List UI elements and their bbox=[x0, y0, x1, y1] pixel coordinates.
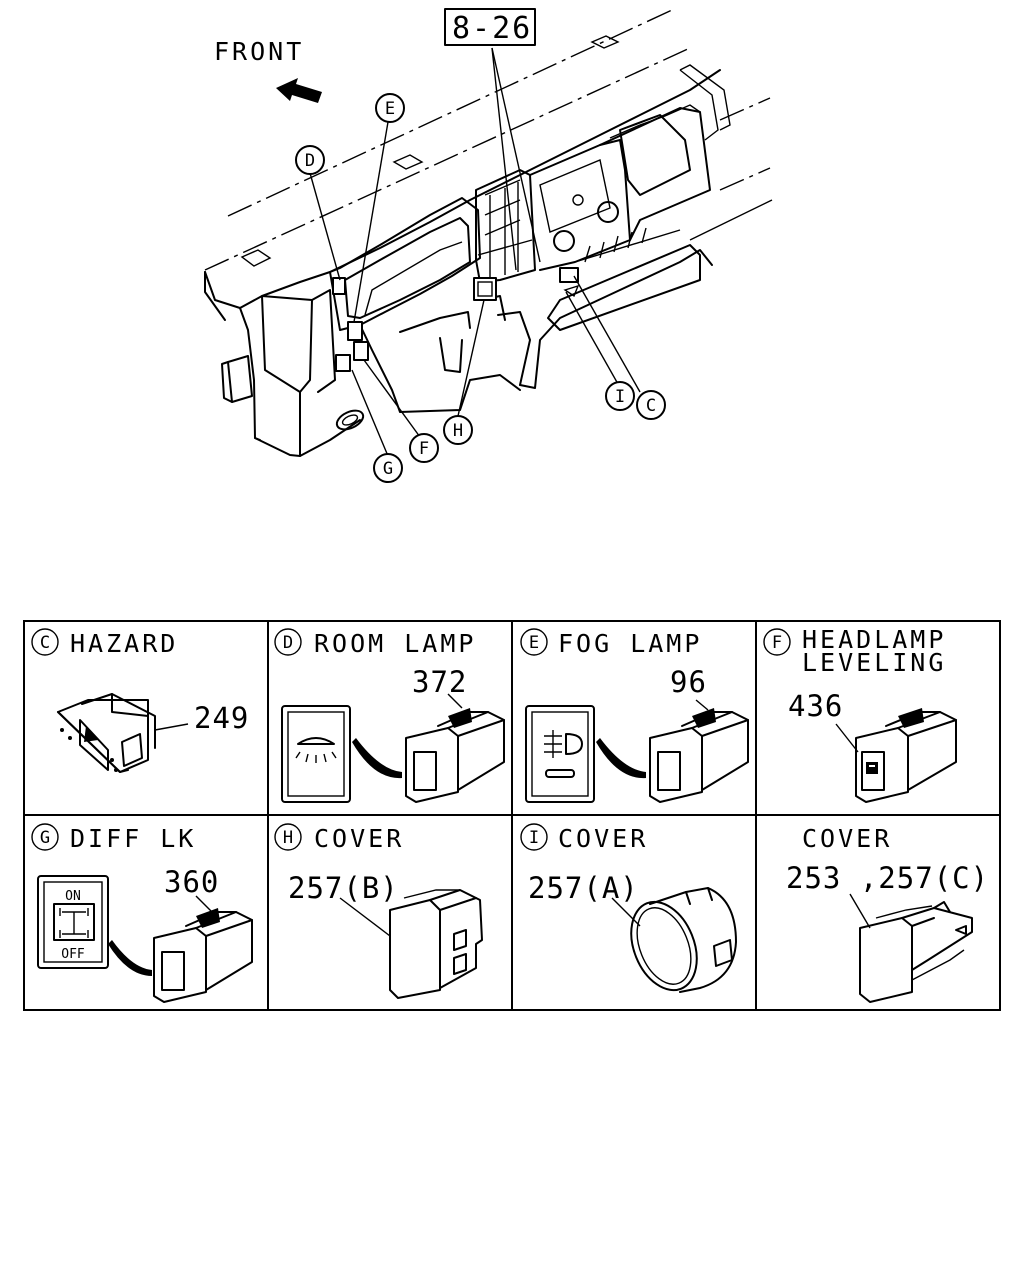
table-cell-diff-lock[interactable]: G DIFF LK 360 ON OFF bbox=[31, 823, 253, 1003]
diff-lock-switch-illustration bbox=[153, 895, 253, 1003]
table-cell-cover-c[interactable]: COVER 253 ,257(C) bbox=[786, 824, 989, 1003]
table-cell-fog-lamp[interactable]: E FOG LAMP 96 bbox=[520, 628, 749, 803]
table-cell-room-lamp[interactable]: D ROOM LAMP 372 bbox=[274, 628, 505, 803]
cell-letter: G bbox=[40, 828, 50, 848]
callout-c-letter: C bbox=[646, 396, 656, 416]
table-cell-cover-b[interactable]: H COVER 257(B) bbox=[274, 823, 483, 999]
cell-letter: C bbox=[40, 633, 50, 653]
callout-g[interactable]: G bbox=[373, 453, 403, 483]
cell-title: ROOM LAMP bbox=[314, 629, 476, 658]
callout-g-letter: G bbox=[383, 459, 393, 479]
part-number: 249 bbox=[194, 701, 249, 735]
diff-lock-on-label: ON bbox=[65, 889, 81, 904]
callout-e-letter: E bbox=[385, 99, 395, 119]
diff-lock-symbol-icon: ON OFF bbox=[37, 875, 109, 969]
part-number: 257(A) bbox=[528, 871, 639, 905]
callout-d-letter: D bbox=[305, 151, 315, 171]
fog-lamp-symbol-icon bbox=[525, 705, 595, 803]
callout-i-letter: I bbox=[615, 387, 625, 407]
cell-letter: H bbox=[283, 828, 293, 848]
callout-e[interactable]: E bbox=[375, 93, 405, 123]
headlamp-leveling-switch-illustration bbox=[835, 708, 957, 803]
callout-d[interactable]: D bbox=[295, 145, 325, 175]
callout-f[interactable]: F bbox=[409, 433, 439, 463]
callout-c[interactable]: C bbox=[636, 390, 666, 420]
cell-title: COVER bbox=[558, 824, 648, 853]
part-number: 96 bbox=[670, 665, 707, 699]
part-number: 253 ,257(C) bbox=[786, 861, 989, 895]
parts-table: C HAZARD 249 D ROOM LAMP 372 bbox=[23, 620, 1001, 1011]
part-number: 360 bbox=[164, 865, 219, 899]
cell-letter: F bbox=[772, 633, 782, 653]
cover-a-illustration bbox=[611, 887, 737, 993]
room-lamp-symbol-icon bbox=[281, 705, 351, 803]
callout-h[interactable]: H bbox=[443, 415, 473, 445]
table-cell-headlamp-leveling[interactable]: F HEADLAMP LEVELING 436 bbox=[763, 625, 957, 803]
cell-letter: E bbox=[529, 633, 539, 653]
diff-lock-off-label: OFF bbox=[61, 947, 85, 962]
table-cell-cover-a[interactable]: I COVER 257(A) bbox=[520, 823, 737, 1000]
cell-title: COVER bbox=[314, 824, 404, 853]
cell-title: COVER bbox=[802, 824, 892, 853]
callout-f-letter: F bbox=[419, 439, 429, 459]
cell-title: DIFF LK bbox=[70, 824, 196, 853]
cover-c-illustration bbox=[849, 893, 973, 1003]
room-lamp-switch-illustration bbox=[405, 693, 505, 803]
dashboard-illustration: FRONT 8-26 bbox=[204, 8, 773, 483]
front-arrow-icon bbox=[276, 78, 322, 103]
cell-title: HAZARD bbox=[70, 629, 178, 658]
front-label: FRONT bbox=[214, 37, 304, 66]
cover-b-illustration bbox=[339, 889, 483, 999]
cell-title: FOG LAMP bbox=[558, 629, 702, 658]
part-number: 436 bbox=[788, 689, 843, 723]
cell-letter: I bbox=[529, 828, 539, 848]
reference-box-label: 8-26 bbox=[452, 11, 532, 46]
table-cell-hazard[interactable]: C HAZARD 249 bbox=[31, 628, 249, 773]
reference-box[interactable]: 8-26 bbox=[444, 8, 536, 46]
fog-lamp-switch-illustration bbox=[649, 699, 749, 803]
cell-letter: D bbox=[283, 633, 293, 653]
cell-title: HEADLAMP bbox=[802, 625, 946, 654]
part-number: 372 bbox=[412, 665, 467, 699]
cell-title-line2: LEVELING bbox=[802, 648, 946, 677]
callout-h-letter: H bbox=[453, 421, 463, 441]
hazard-switch-illustration bbox=[57, 693, 189, 773]
callout-i[interactable]: I bbox=[605, 381, 635, 411]
